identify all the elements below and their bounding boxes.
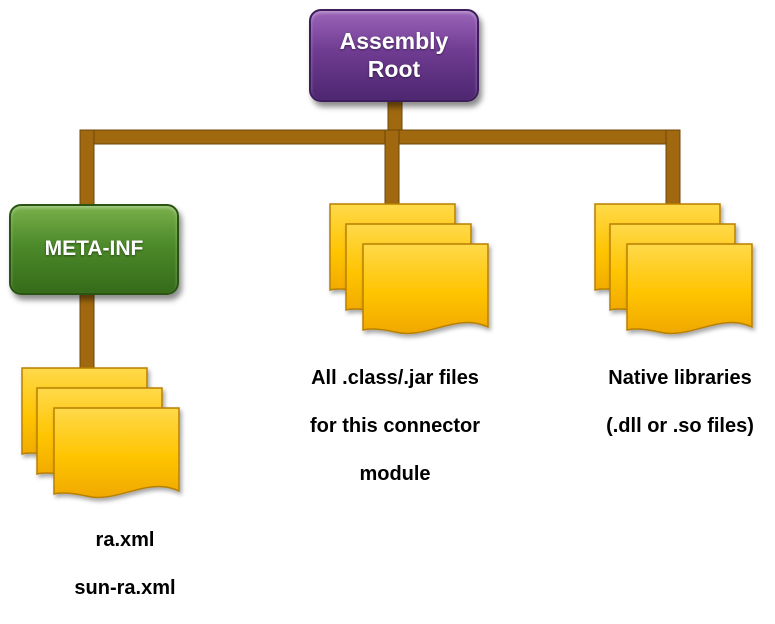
assembly-root-label: Assembly Root — [340, 28, 449, 82]
assembly-root-label-line: Assembly — [339, 28, 449, 55]
file-stack-native-libraries — [594, 203, 753, 335]
connector-class-stem — [384, 129, 400, 213]
file-stack-class-files — [329, 203, 489, 335]
connector-meta-stem — [79, 129, 95, 211]
class-files-line: All .class/.jar files — [311, 367, 479, 389]
connector-lines — [79, 99, 681, 381]
file-page-front — [53, 407, 180, 499]
connector-horizontal-bar — [79, 129, 681, 145]
class-files-line: for this connector — [309, 415, 480, 437]
meta-inf-label: META-INF — [44, 237, 144, 261]
assembly-diagram: Assembly Root META-INF ra.xml sun-ra.xml… — [9, 9, 770, 599]
native-libraries-line: Native libraries — [608, 367, 752, 389]
file-stack-meta-inf — [21, 367, 180, 499]
class-files-line: module — [359, 463, 431, 485]
class-files-label: All .class/.jar files for this connector… — [300, 342, 490, 510]
connector-native-stem — [665, 129, 681, 213]
file-name-line: ra.xml — [95, 529, 155, 551]
diagram-canvas — [21, 99, 753, 499]
assembly-root-node[interactable]: Assembly Root — [309, 9, 479, 102]
file-page-front — [626, 243, 753, 335]
connector-meta-files-stem — [79, 289, 95, 381]
file-page-front — [362, 243, 489, 335]
meta-inf-node[interactable]: META-INF — [9, 204, 179, 295]
assembly-root-label-line: Root — [367, 55, 421, 82]
meta-inf-files-label: ra.xml sun-ra.xml — [35, 504, 215, 624]
native-libraries-label: Native libraries (.dll or .so files) — [590, 342, 770, 462]
native-libraries-line: (.dll or .so files) — [606, 415, 754, 437]
file-name-line: sun-ra.xml — [74, 577, 176, 599]
